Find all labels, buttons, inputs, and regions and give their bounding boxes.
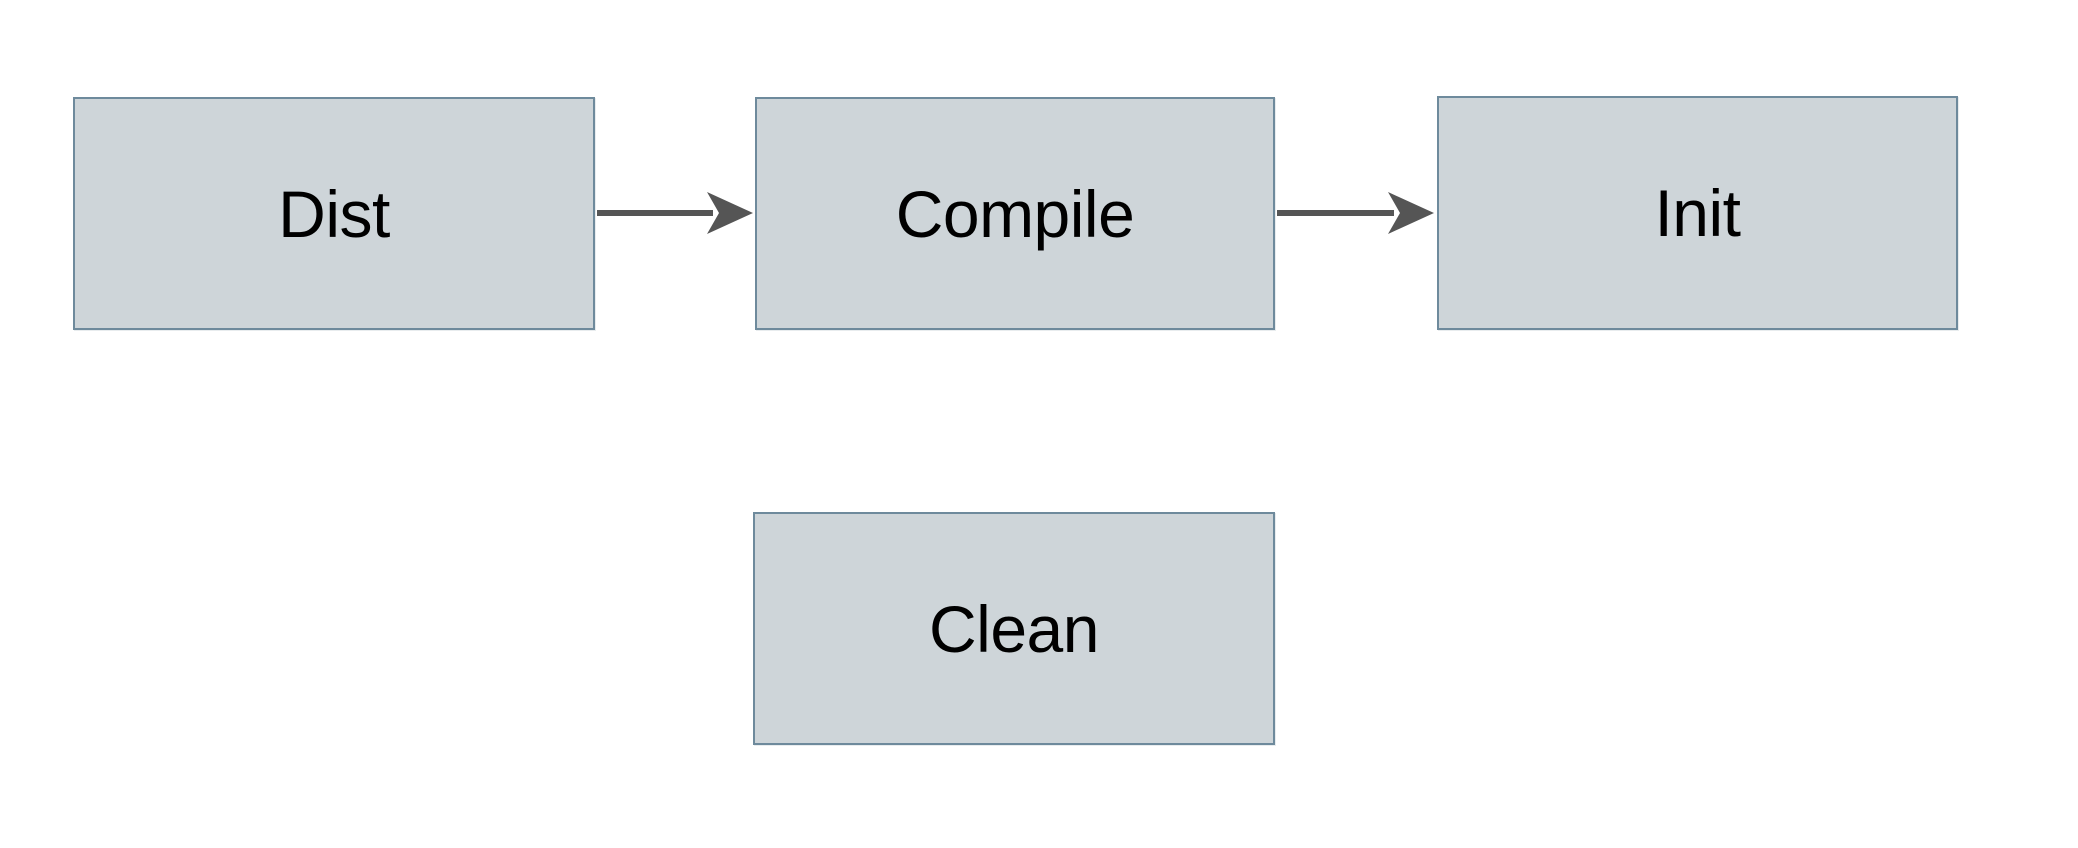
node-init-label: Init [1654, 176, 1741, 250]
edge-line-group [597, 192, 753, 234]
edge-compile-to-init[interactable] [1277, 183, 1474, 243]
node-clean-label: Clean [929, 591, 1099, 666]
edge-line-group [1277, 192, 1434, 234]
node-init[interactable]: Init [1437, 96, 1958, 330]
node-dist-label: Dist [278, 176, 390, 251]
node-clean[interactable]: Clean [753, 512, 1275, 745]
arrowhead-icon [707, 192, 753, 234]
arrowhead-icon [1388, 192, 1434, 234]
node-compile-label: Compile [895, 176, 1135, 251]
node-dist[interactable]: Dist [73, 97, 595, 330]
node-compile[interactable]: Compile [755, 97, 1275, 330]
edge-dist-to-compile[interactable] [597, 183, 793, 243]
